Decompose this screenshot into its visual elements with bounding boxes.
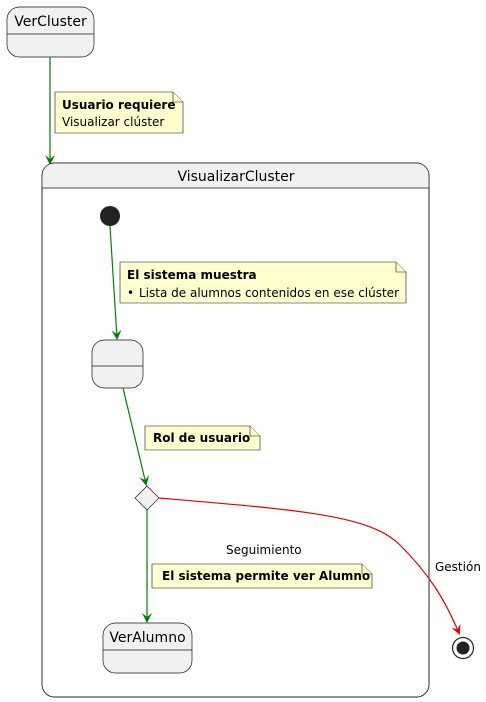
transition-gestion-label: Gestión bbox=[435, 560, 481, 574]
transition-initial-to-state bbox=[109, 225, 122, 340]
note-usuario-requiere-title: Usuario requiere bbox=[62, 98, 175, 112]
initial-node bbox=[100, 206, 120, 226]
state-ver-alumno: VerAlumno bbox=[102, 622, 193, 674]
note-rol-usuario-title: Rol de usuario bbox=[153, 431, 250, 445]
state-ver-cluster: VerCluster bbox=[6, 6, 95, 58]
note-sistema-muestra-title: El sistema muestra bbox=[127, 268, 257, 282]
state-unnamed bbox=[91, 339, 144, 389]
note-rol-usuario: Rol de usuario bbox=[144, 425, 261, 451]
note-sistema-muestra-bullet: • bbox=[127, 286, 134, 300]
transition-seguimiento-label: Seguimiento bbox=[226, 543, 302, 557]
note-sistema-permite-title: El sistema permite ver Alumno bbox=[162, 569, 370, 583]
note-usuario-requiere: Usuario requiere Visualizar clúster bbox=[54, 91, 184, 134]
transition-gestion bbox=[158, 497, 461, 635]
state-ver-alumno-label: VerAlumno bbox=[109, 630, 185, 646]
note-sistema-muestra: El sistema muestra • Lista de alumnos co… bbox=[119, 261, 407, 304]
state-visualizar-cluster-label: VisualizarCluster bbox=[177, 169, 294, 185]
state-ver-cluster-label: VerCluster bbox=[14, 14, 87, 30]
note-sistema-muestra-body: Lista de alumnos contenidos en ese clúst… bbox=[139, 286, 399, 300]
transition-state-to-choice bbox=[122, 387, 149, 486]
final-node bbox=[451, 636, 475, 660]
note-usuario-requiere-body: Visualizar clúster bbox=[62, 115, 164, 129]
note-sistema-permite: El sistema permite ver Alumno bbox=[151, 563, 373, 589]
